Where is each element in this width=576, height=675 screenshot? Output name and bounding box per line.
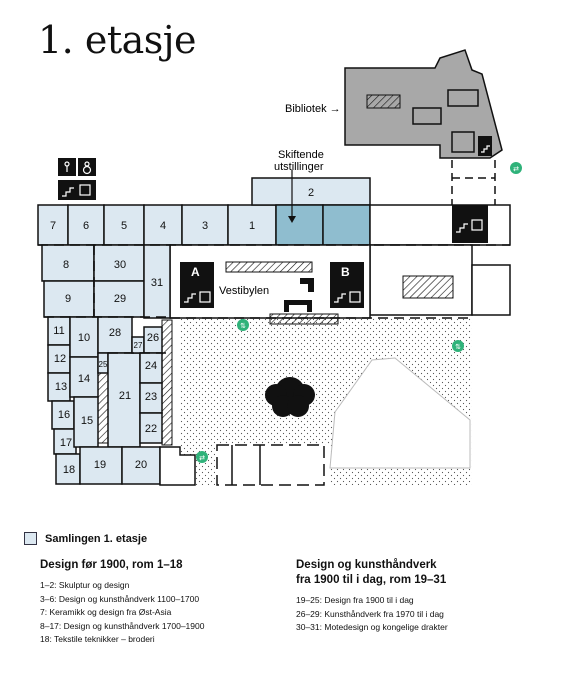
south-pavilion — [216, 444, 325, 486]
legend-key: Samlingen 1. etasje — [24, 532, 147, 545]
courtyard-plaza — [329, 357, 471, 469]
legend-key-label: Samlingen 1. etasje — [45, 532, 148, 545]
room-label: 2 — [308, 187, 314, 199]
vestibule-label: Vestibylen — [219, 285, 269, 297]
stair-a-block — [180, 262, 214, 308]
legend-heading: Design før 1900, rom 1–18 — [40, 559, 183, 571]
south-west-wall — [159, 446, 196, 486]
room-label: 13 — [55, 381, 67, 393]
room-label: 17 — [60, 437, 72, 449]
room-9[interactable] — [43, 280, 95, 318]
legend-item: 18: Tekstile teknikker – broderi — [40, 634, 155, 644]
vestibule-desk — [300, 278, 314, 292]
exhibitions-label: Skiftende — [278, 149, 324, 161]
east-side-room — [471, 264, 511, 316]
room-label: 25 — [99, 360, 108, 369]
library-stair-icon — [478, 136, 492, 156]
exhibition-room[interactable] — [275, 204, 324, 246]
room-label: 26 — [147, 332, 159, 344]
exhibition-room[interactable] — [322, 204, 371, 246]
legend-item: 1–2: Skulptur og design — [40, 580, 130, 590]
room-6[interactable] — [67, 204, 105, 246]
stair-b-block — [330, 262, 364, 308]
library-room — [447, 89, 479, 107]
floor-plan-map: ⇅ ⇅ ⇄ ⇄ Bibliotek → Skiftende utstilling… — [37, 49, 522, 486]
legend-item: 26–29: Kunsthåndverk fra 1970 til i dag — [296, 608, 444, 619]
east-wing — [369, 204, 511, 246]
room-label: 4 — [160, 220, 166, 232]
legend-item: 3–6: Design og kunsthåndverk 1100–1700 — [40, 593, 200, 604]
room-label: 6 — [83, 220, 89, 232]
vestibule-bench — [225, 261, 313, 273]
stair-a-label: A — [191, 265, 200, 279]
library-room — [451, 131, 475, 153]
east-hatched-block — [402, 275, 454, 299]
legend-section-post-1900: Design og kunsthåndverk fra 1900 til i d… — [296, 558, 448, 635]
elevator-block-east — [452, 205, 488, 243]
legend-heading-line: fra 1900 til i dag, rom 19–31 — [296, 574, 447, 586]
svg-text:⇄: ⇄ — [199, 454, 205, 462]
legend-section-pre-1900: Design før 1900, rom 1–18 1–2: Skulptur … — [40, 558, 204, 647]
exhibitions-label: utstillinger — [274, 161, 324, 173]
legend-item: 30–31: Motedesign og kongelige drakter — [296, 622, 448, 632]
svg-text:⇅: ⇅ — [240, 322, 246, 330]
tree-icon — [265, 377, 315, 417]
room-31[interactable] — [143, 244, 171, 319]
room-label: 31 — [151, 277, 163, 289]
room-label: 18 — [63, 464, 75, 476]
room-label: 14 — [78, 373, 90, 385]
room-label: 27 — [134, 341, 143, 350]
page-title: 1. etasje — [38, 18, 197, 62]
legend-item: 8–17: Design og kunsthåndverk 1700–1900 — [40, 620, 205, 631]
room-label: 1 — [249, 220, 255, 232]
svg-text:⇄: ⇄ — [513, 165, 519, 173]
hatched-partition — [97, 372, 109, 444]
room-3[interactable] — [181, 204, 229, 246]
room-18[interactable] — [55, 453, 81, 485]
room-label: 8 — [63, 259, 69, 271]
legend-heading-line: Design og kunsthåndverk — [296, 559, 437, 571]
library-building — [344, 49, 503, 159]
room-label: 19 — [94, 459, 106, 471]
legend-item: 19–25: Design fra 1900 til i dag — [296, 595, 414, 605]
room-2[interactable] — [251, 177, 371, 206]
room-label: 10 — [78, 332, 90, 344]
entrance-marker[interactable]: ⇅ — [452, 340, 464, 352]
vestibule-desk — [284, 300, 312, 312]
legend-item: 7: Keramikk og design fra Øst-Asia — [40, 607, 172, 617]
entrance-marker[interactable]: ⇄ — [510, 162, 522, 174]
hatched-partition — [161, 319, 173, 446]
room-label: 5 — [121, 220, 127, 232]
room-label: 12 — [54, 353, 66, 365]
stair-b-label: B — [341, 265, 350, 279]
svg-text:⇅: ⇅ — [455, 343, 461, 351]
legend-swatch — [24, 532, 37, 545]
room-label: 30 — [114, 259, 126, 271]
room-label: 9 — [65, 293, 71, 305]
library-hatched-block — [366, 94, 401, 109]
room-label: 20 — [135, 459, 147, 471]
room-label: 24 — [145, 360, 157, 372]
entrance-marker[interactable]: ⇄ — [196, 451, 208, 463]
room-28[interactable] — [97, 316, 133, 354]
room-19[interactable] — [79, 446, 123, 485]
room-label: 15 — [81, 415, 93, 427]
library-label: Bibliotek → — [285, 103, 341, 115]
room-label: 22 — [145, 423, 157, 435]
room-label: 3 — [202, 220, 208, 232]
library-room — [412, 107, 442, 125]
room-label: 29 — [114, 293, 126, 305]
room-label: 7 — [50, 220, 56, 232]
room-label: 16 — [58, 409, 70, 421]
room-label: 28 — [109, 327, 121, 339]
entrance-marker[interactable]: ⇅ — [237, 319, 249, 331]
room-label: 23 — [145, 391, 157, 403]
room-14[interactable] — [69, 356, 99, 398]
room-label: 21 — [119, 390, 131, 402]
room-label: 11 — [53, 325, 64, 337]
legend-heading: Design og kunsthåndverk fra 1900 til i d… — [296, 558, 448, 588]
room-8[interactable] — [41, 244, 95, 282]
entrance-ramp — [269, 313, 339, 325]
